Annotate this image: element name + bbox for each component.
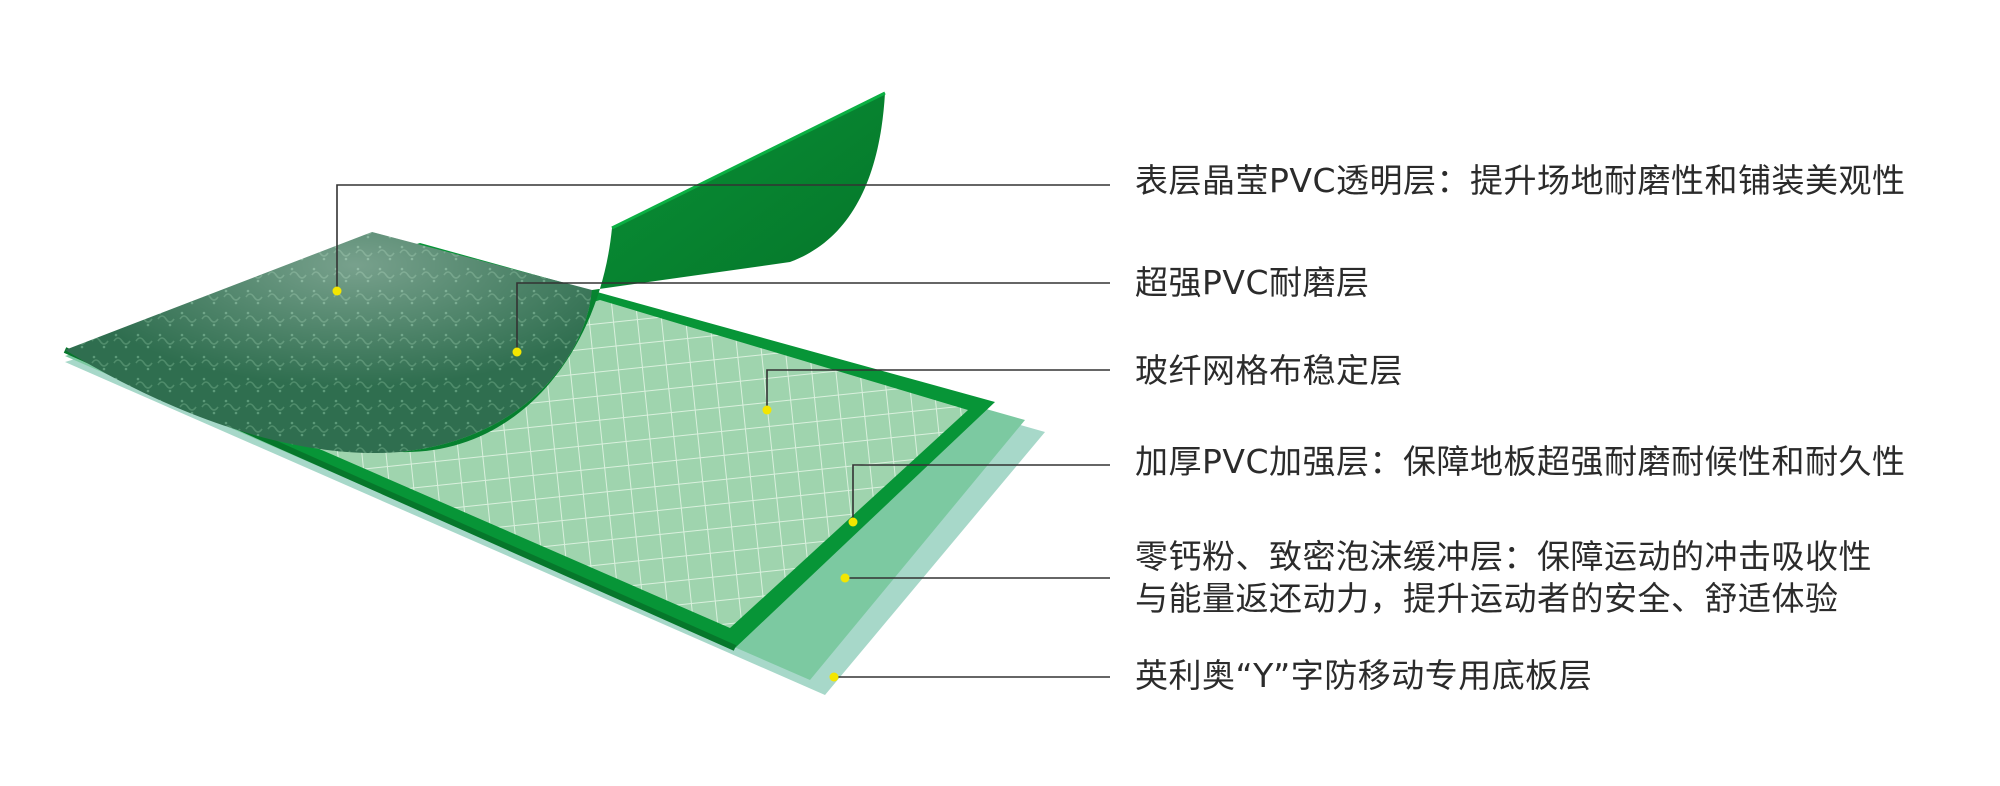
label-reinforced-layer: 加厚PVC加强层：保障地板超强耐磨耐候性和耐久性 bbox=[1135, 442, 1906, 481]
marker-dots bbox=[332, 286, 858, 682]
label-base-plate-layer: 英利奥“Y”字防移动专用底板层 bbox=[1135, 656, 1593, 695]
leader-lines bbox=[336, 184, 1110, 678]
label-foam-cushion-layer: 零钙粉、致密泡沫缓冲层：保障运动的冲击吸收性 与能量返还动力，提升运动者的安全、… bbox=[1135, 537, 1872, 618]
label-surface-transparent-layer: 表层晶莹PVC透明层：提升场地耐磨性和铺装美观性 bbox=[1135, 161, 1906, 200]
label-wear-layer: 超强PVC耐磨层 bbox=[1135, 263, 1370, 302]
label-fiberglass-layer: 玻纤网格布稳定层 bbox=[1135, 351, 1403, 390]
peel-back-layer bbox=[400, 93, 885, 453]
